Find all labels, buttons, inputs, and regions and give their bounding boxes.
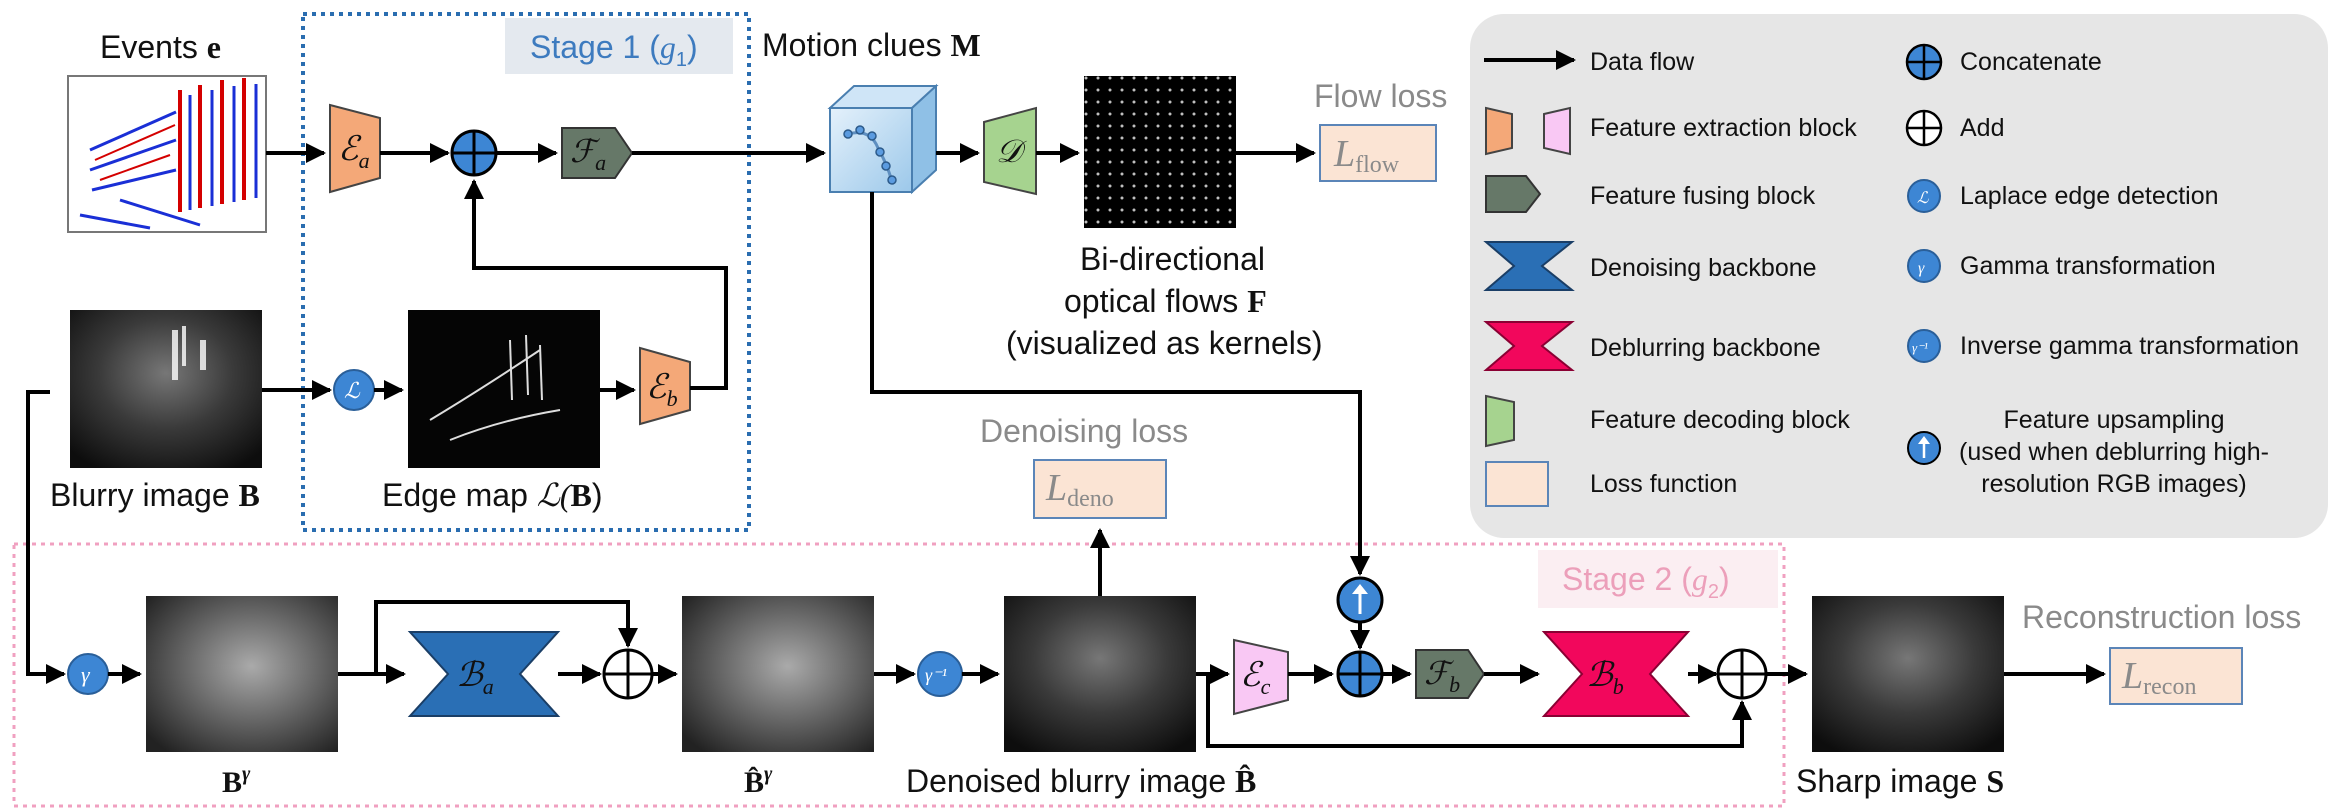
legend-upsample-icon [1907, 431, 1941, 465]
encoder-a-label: ℰa [338, 131, 370, 173]
gamma-denoised-label: B̂γ [744, 763, 773, 799]
gamma-op: γ [67, 653, 109, 695]
gamma-denoised-image [682, 596, 874, 752]
sharp-image-label: Sharp image S [1796, 763, 2004, 799]
motion-clues-label: Motion clues M [762, 27, 981, 63]
svg-text:γ: γ [1918, 260, 1925, 277]
laplace-op: ℒ [333, 369, 375, 411]
reconstruction-loss-symbol: Lrecon [2121, 655, 2196, 700]
legend-fuse-icon [1485, 175, 1542, 213]
bidir-label-1: Bi-directional [1080, 241, 1265, 277]
legend-add: Add [1960, 114, 2004, 142]
legend-upsample-1: Feature upsampling [2004, 406, 2225, 434]
flow-loss-box [1319, 124, 1437, 182]
denoised-image-label: Denoised blurry image B̂ [906, 763, 1256, 799]
fusion-b-block [1415, 649, 1486, 699]
legend-deblur-icon [1483, 321, 1575, 371]
sharp-image [1812, 596, 2004, 752]
legend-extract-icon-1 [1485, 106, 1513, 156]
motion-clues-cube [827, 83, 939, 195]
add-op-2 [1716, 648, 1768, 700]
stage2-label: Stage 2 (g2) [1562, 561, 1730, 603]
legend-loss-icon [1485, 461, 1549, 507]
bidir-label-2: optical flows F [1064, 283, 1267, 319]
flow-loss-symbol: Lflow [1333, 133, 1400, 178]
legend-decode-icon [1485, 394, 1515, 448]
denoising-loss-box [1033, 459, 1167, 519]
legend-deblur-bb: Deblurring backbone [1590, 334, 1821, 362]
optical-flow-kernels-image [1084, 76, 1236, 228]
blurry-image-label: Blurry image B [50, 477, 260, 513]
legend-extract-icon-2 [1543, 106, 1571, 156]
legend-gamma-icon: γ [1907, 249, 1941, 283]
reconstruction-loss-label: Reconstruction loss [2022, 599, 2301, 635]
add-op-1 [602, 648, 654, 700]
legend-data-flow: Data flow [1590, 48, 1695, 76]
legend-denoise-icon [1483, 241, 1575, 291]
encoder-c-block [1233, 638, 1289, 716]
gamma-image [146, 596, 338, 752]
edge-map-image [408, 310, 600, 468]
legend-feat-fuse: Feature fusing block [1590, 182, 1816, 210]
legend-upsample-3: resolution RGB images) [1981, 470, 2246, 498]
denoising-backbone-block [407, 631, 561, 717]
events-label: Events e [100, 29, 221, 65]
legend-gamma: Gamma transformation [1960, 252, 2216, 280]
legend-laplace-icon: ℒ [1907, 179, 1941, 213]
deblurring-backbone-block [1541, 631, 1691, 717]
encoder-c-label: ℰc [1240, 657, 1271, 699]
denoised-image [1004, 596, 1196, 752]
bidir-label-3: (visualized as kernels) [1006, 325, 1323, 361]
flow-loss-label: Flow loss [1314, 78, 1447, 114]
legend-panel [1470, 14, 2328, 538]
deblurring-backbone-label: ℬb [1586, 657, 1624, 699]
legend-laplace: Laplace edge detection [1960, 182, 2219, 210]
decoder-block [983, 106, 1037, 196]
concat-op-2 [1336, 650, 1384, 698]
legend-inv-gamma-icon: γ⁻¹ [1907, 329, 1941, 363]
legend-concat: Concatenate [1960, 48, 2102, 76]
legend-inv-gamma: Inverse gamma transformation [1960, 332, 2299, 360]
legend: Data flow Feature extraction block Featu… [1483, 43, 2299, 507]
svg-text:γ: γ [81, 662, 91, 687]
reconstruction-loss-box [2109, 647, 2243, 705]
inverse-gamma-op: γ⁻¹ [917, 651, 963, 697]
legend-concat-icon [1905, 43, 1943, 81]
stage1-label-bg [505, 18, 733, 74]
svg-text:γ⁻¹: γ⁻¹ [1912, 340, 1928, 355]
stage1-box [301, 12, 751, 532]
encoder-b-block [639, 346, 691, 426]
gamma-image-label: Bγ [222, 763, 251, 799]
upsample-op [1336, 576, 1384, 624]
denoising-loss-symbol: Ldeno [1045, 467, 1114, 512]
legend-add-icon [1905, 109, 1943, 147]
legend-upsample-2: (used when deblurring high- [1959, 438, 2269, 466]
edge-map-label: Edge map ℒ(B) [382, 477, 602, 513]
events-image [67, 75, 267, 233]
legend-feat-extract: Feature extraction block [1590, 114, 1857, 142]
fusion-a-block [561, 127, 634, 179]
svg-text:ℒ: ℒ [344, 378, 361, 403]
concat-op-1 [450, 129, 498, 177]
svg-text:ℒ: ℒ [1917, 190, 1929, 207]
svg-text:γ⁻¹: γ⁻¹ [925, 665, 947, 685]
encoder-a-block [329, 103, 381, 194]
legend-loss-fn: Loss function [1590, 470, 1737, 498]
encoder-b-label: ℰb [646, 369, 678, 411]
blurry-image [70, 310, 262, 468]
legend-denoise-bb: Denoising backbone [1590, 254, 1817, 282]
denoising-backbone-label: ℬa [456, 657, 494, 699]
legend-feat-decode: Feature decoding block [1590, 406, 1850, 434]
stage2-label-bg [1538, 550, 1778, 608]
denoising-loss-label: Denoising loss [980, 413, 1188, 449]
stage1-label: Stage 1 (g1) [530, 29, 698, 71]
